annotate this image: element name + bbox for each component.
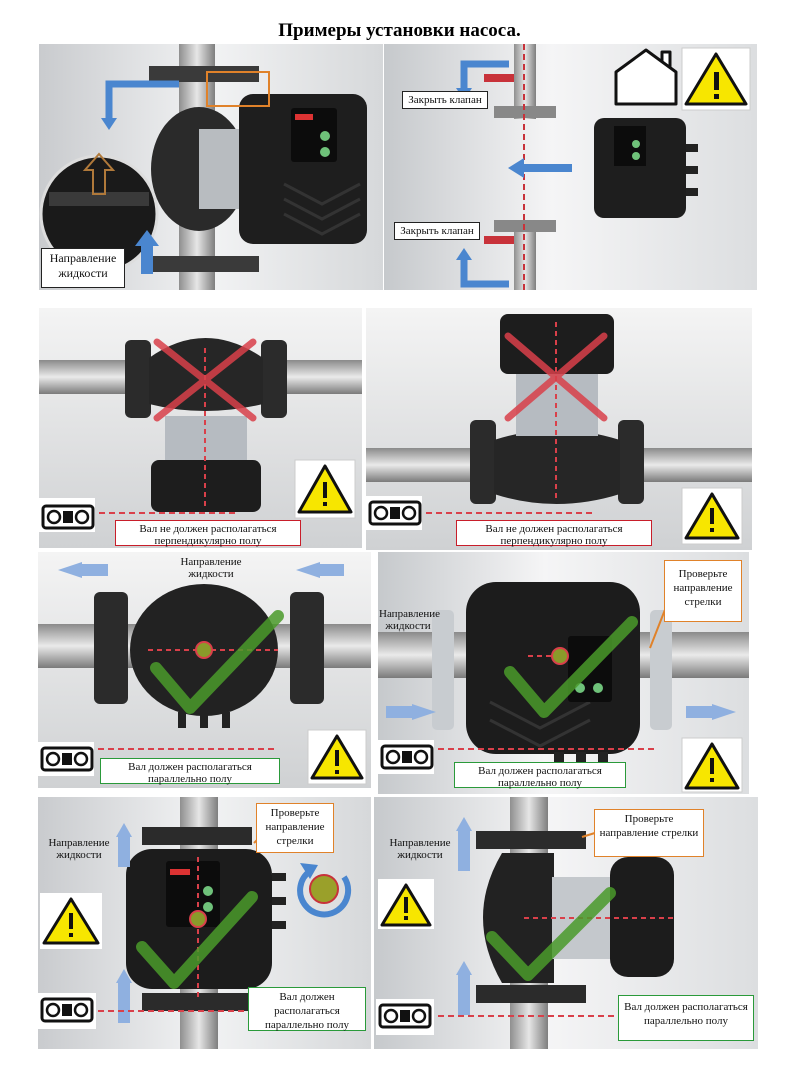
pump-illustration <box>38 797 371 1049</box>
label-shaft-not-perpendicular: Вал не должен располагаться перпендикуля… <box>115 520 301 547</box>
pump-illustration <box>39 308 362 548</box>
warning-icon <box>40 893 102 949</box>
level-icon <box>376 999 434 1035</box>
warning-icon <box>294 459 356 519</box>
label-check-arrow: Проверьте направление стрелки <box>664 560 742 622</box>
level-icon <box>38 993 96 1029</box>
warning-icon <box>307 729 367 785</box>
check-mark <box>136 891 258 989</box>
panel-correct-4: Направление жидкости Проверьте направлен… <box>374 797 758 1049</box>
label-close-valve-top: Закрыть клапан <box>402 91 488 109</box>
label-fluid-direction: Направление жидкости <box>389 837 451 861</box>
panel-correct-1: Направление жидкости Вал должен располаг… <box>38 552 371 788</box>
cross-mark <box>153 338 257 422</box>
label-shaft-parallel: Вал должен располагаться параллельно пол… <box>100 758 280 785</box>
label-check-arrow: Проверьте направление стрелки <box>594 809 704 857</box>
panel-installation-1: Направление жидкости <box>39 44 383 290</box>
label-fluid-direction: Направление жидкости <box>41 248 125 288</box>
cross-mark <box>504 332 608 422</box>
label-check-arrow: Проверьте направление стрелки <box>256 803 334 853</box>
label-close-valve-bottom: Закрыть клапан <box>394 222 480 240</box>
label-fluid-direction: Направление жидкости <box>379 608 441 632</box>
label-fluid-direction: Направление жидкости <box>48 837 110 861</box>
level-icon <box>39 498 95 532</box>
pump-illustration <box>366 308 752 550</box>
page-title: Примеры установки насоса. <box>278 20 521 41</box>
level-icon <box>366 496 422 530</box>
panel-correct-2: Направление жидкости Проверьте направлен… <box>378 552 749 794</box>
warning-icon <box>681 47 751 111</box>
level-icon <box>378 740 434 774</box>
check-mark <box>504 616 638 718</box>
panel-correct-3: Направление жидкости Проверьте направлен… <box>38 797 371 1049</box>
warning-icon <box>681 487 743 545</box>
check-mark <box>150 610 284 714</box>
check-mark <box>486 887 616 981</box>
rotation-icon <box>297 863 352 918</box>
pump-illustration <box>384 44 757 290</box>
label-shaft-parallel: Вал должен располагаться параллельно пол… <box>618 995 754 1041</box>
label-shaft-parallel: Вал должен располагаться параллельно пол… <box>248 987 366 1031</box>
panel-wrong-2: Вал не должен располагаться перпендикуля… <box>366 308 752 550</box>
label-fluid-direction: Направление жидкости <box>180 556 242 580</box>
label-shaft-not-perpendicular: Вал не должен располагаться перпендикуля… <box>456 520 652 547</box>
panel-wrong-1: Вал не должен располагаться перпендикуля… <box>39 308 362 548</box>
label-shaft-parallel: Вал должен располагаться параллельно пол… <box>454 762 626 789</box>
arrow-icon <box>82 152 116 195</box>
house-icon <box>614 48 678 106</box>
warning-icon <box>681 737 743 793</box>
pump-illustration <box>39 44 383 290</box>
pump-illustration <box>38 552 371 788</box>
level-icon <box>38 742 94 776</box>
warning-icon <box>378 879 434 929</box>
panel-installation-2: Закрыть клапан Закрыть клапан <box>384 44 757 290</box>
